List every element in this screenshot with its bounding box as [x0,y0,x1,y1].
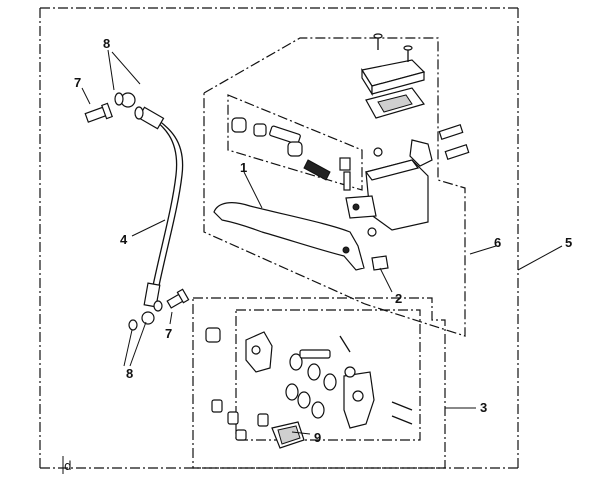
callout-7-lower: 7 [165,326,172,341]
callout-9: 9 [314,430,321,445]
callout-8-upper: 8 [103,36,110,51]
corner-mark: d [64,459,72,473]
brake-hose [120,92,184,325]
callout-5: 5 [565,235,572,250]
caliper-inner-frame [235,309,421,441]
banjo-bolt-upper [84,102,113,123]
caliper-bolts [205,327,413,441]
callout-4: 4 [120,232,128,247]
pivot-nut [367,227,377,237]
brake-pad-9 [257,413,305,449]
callout-8-lower: 8 [126,366,133,381]
piston-kit-frame [227,94,363,191]
banjo-bolt-lower [166,288,190,309]
brake-lever [213,202,365,271]
caliper-body [245,331,375,429]
callout-2: 2 [395,291,402,306]
reservoir-diaphragm [365,87,425,119]
piston-kit [231,117,383,191]
callout-1: 1 [240,160,247,175]
cap-screws [373,33,413,62]
washers-lower [128,300,163,331]
caliper-frame [192,297,446,469]
washers-upper [114,92,144,120]
dust-boot-2 [371,255,389,271]
master-cylinder-frame [203,37,466,337]
callout-7-upper: 7 [74,75,81,90]
leader-lines [81,49,563,435]
master-cylinder-body [345,139,433,231]
callout-6: 6 [494,235,501,250]
caliper-pistons-seals [285,349,337,419]
reservoir-cap [361,59,426,97]
callout-3: 3 [480,400,487,415]
clamp-bolts [438,124,470,160]
